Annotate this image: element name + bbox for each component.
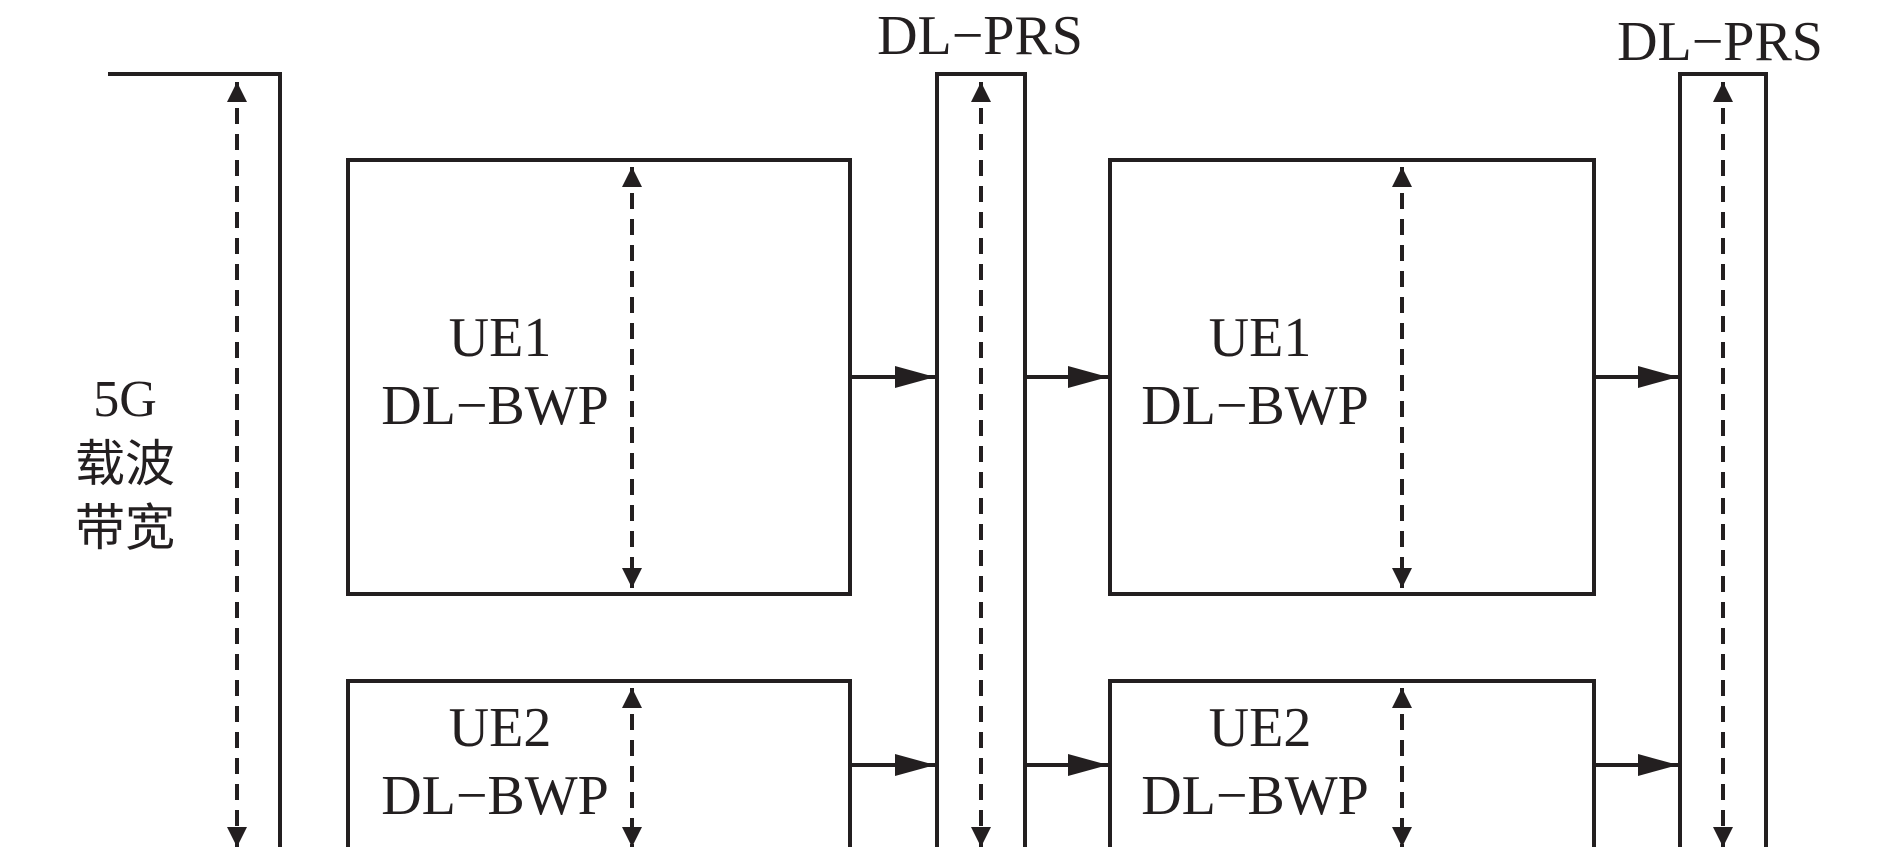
dl-prs-column-2 <box>1678 72 1768 847</box>
ue2-dl-bwp-label-2: DL−BWP <box>1141 765 1369 827</box>
carrier-label-line3: 带宽 <box>75 499 175 557</box>
carrier-label-line1: 5G <box>93 371 157 428</box>
dl-prs-column-1 <box>935 72 1027 847</box>
carrier-label-line2: 载波 <box>75 435 175 493</box>
ue2-bwp-block-2 <box>1108 679 1596 847</box>
ue2-label-2: UE2 <box>1208 697 1312 759</box>
ue1-dl-bwp-label-1: DL−BWP <box>381 375 609 437</box>
carrier-bracket <box>108 72 282 847</box>
ue2-bwp-block-1 <box>346 679 852 847</box>
ue2-dl-bwp-label-1: DL−BWP <box>381 765 609 827</box>
dl-prs-label-2: DL−PRS <box>1617 11 1823 73</box>
ue1-label-1: UE1 <box>448 307 552 369</box>
ue1-label-2: UE1 <box>1208 307 1312 369</box>
dl-prs-label-1: DL−PRS <box>877 5 1083 67</box>
carrier-bandwidth-label: 5G 载波 带宽 <box>60 368 190 560</box>
ue2-label-1: UE2 <box>448 697 552 759</box>
ue1-dl-bwp-label-2: DL−BWP <box>1141 375 1369 437</box>
